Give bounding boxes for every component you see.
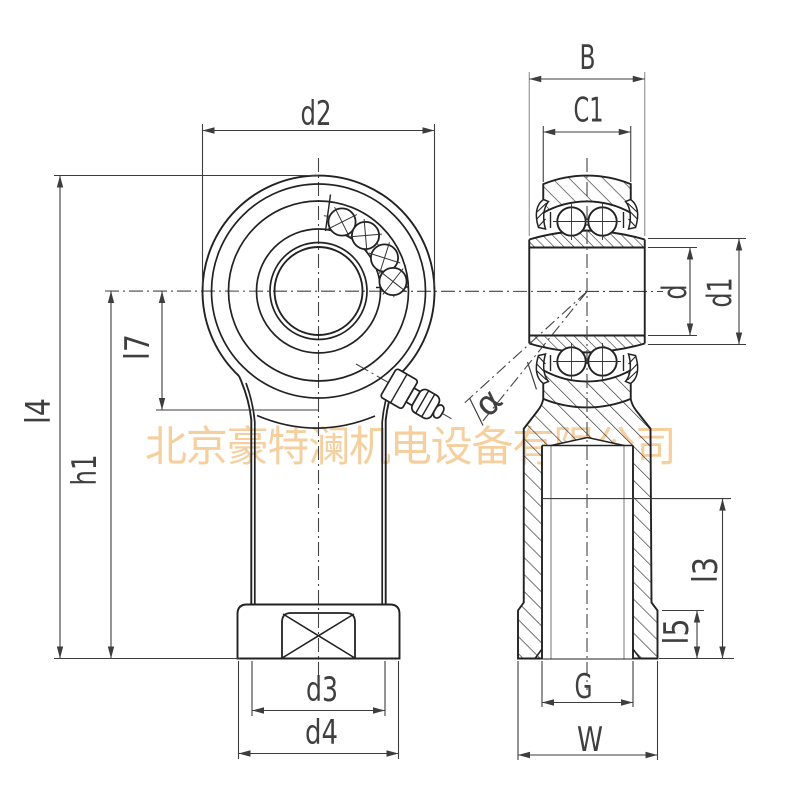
dim-W [517, 661, 659, 760]
dim-label-l3: l3 [686, 557, 726, 583]
side-section-view [464, 158, 659, 690]
dim-label-d2: d2 [301, 94, 332, 134]
dim-d1 [648, 237, 746, 346]
dim-label-l4: l4 [19, 398, 59, 424]
dim-d2 [201, 124, 436, 286]
front-ball-crosses [326, 206, 407, 295]
dim-label-l5: l5 [657, 619, 697, 645]
dim-l7 [156, 291, 318, 411]
dim-G [541, 661, 634, 707]
dim-label-C1: C1 [574, 91, 604, 131]
ball-sector [323, 194, 409, 299]
outer-ring-ends [535, 198, 639, 385]
dim-label-W: W [577, 720, 603, 760]
dim-label-d3: d3 [306, 670, 338, 710]
grease-nipple [380, 368, 445, 420]
alpha-angle [464, 291, 588, 426]
dim-d4 [237, 661, 400, 759]
dim-label-G: G [575, 667, 593, 707]
dim-label-d1: d1 [701, 278, 741, 308]
outer-ring-lips [549, 212, 625, 371]
dim-label-d4: d4 [305, 713, 338, 753]
dim-l4 [54, 174, 319, 660]
dim-label-h1: h1 [65, 455, 105, 486]
front-base [236, 603, 401, 660]
dim-label-d: d [656, 285, 696, 300]
front-view [104, 158, 664, 675]
dim-label-alpha: α [466, 380, 511, 425]
dim-B [528, 72, 646, 236]
dim-label-B: B [580, 38, 596, 78]
dim-d [648, 246, 697, 337]
side-ball-crosshairs [553, 203, 621, 380]
dimension-labels: d2 l4 h1 l7 d3 d4 B C1 d d1 α l3 l5 G W [19, 38, 741, 760]
dim-d3 [251, 661, 386, 716]
dim-l5 [662, 609, 704, 659]
head-circles [201, 174, 436, 399]
dim-label-l7: l7 [118, 334, 158, 360]
dimensions [54, 72, 746, 760]
dim-C1 [542, 126, 632, 182]
